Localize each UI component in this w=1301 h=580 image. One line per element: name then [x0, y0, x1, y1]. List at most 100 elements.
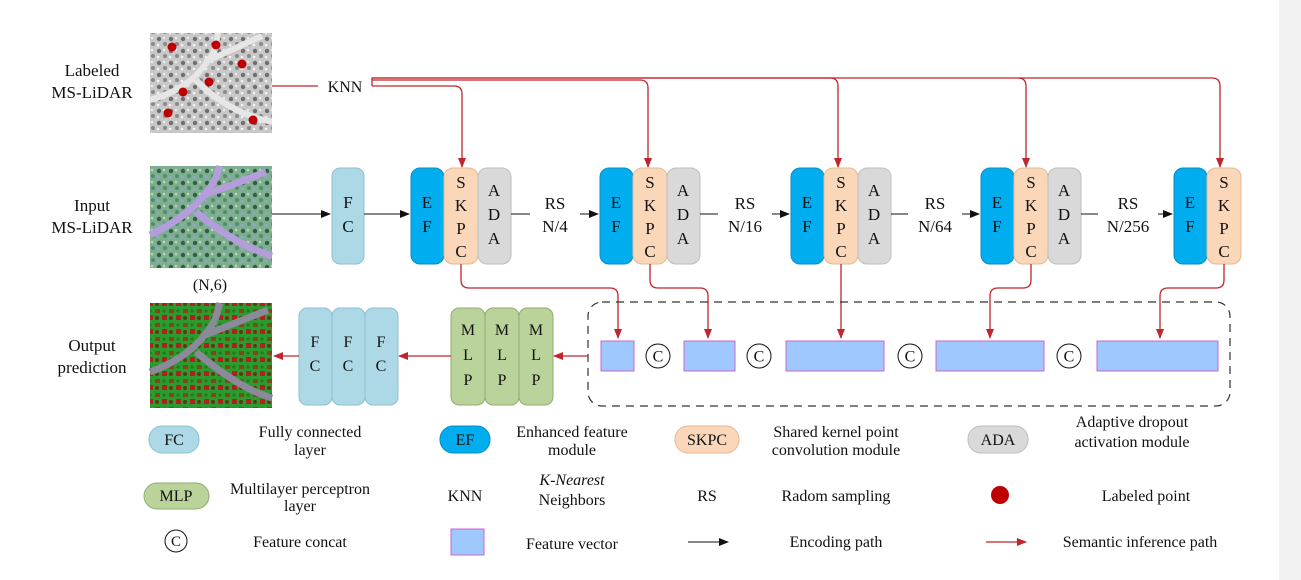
legend-labeled-point-text: Labeled point	[1102, 488, 1191, 505]
skpc-letter: K	[455, 196, 468, 215]
mlp-blocks: M L P M L P M L P	[450, 307, 554, 406]
ef-block	[599, 167, 634, 265]
output-label-line1: Output	[68, 336, 116, 355]
feature-vector-1	[600, 340, 635, 372]
ef-block	[790, 167, 825, 265]
legend-semantic-text: Semantic inference path	[1063, 534, 1218, 551]
legend-ef-tag: EF	[456, 432, 475, 449]
legend-rs-text: Radom sampling	[782, 488, 891, 505]
svg-text:C: C	[310, 358, 321, 375]
svg-text:F: F	[311, 334, 320, 351]
rs-label-3: RS	[925, 194, 946, 213]
legend-skpc-swatch	[674, 425, 740, 454]
ef-letter: F	[802, 217, 811, 236]
legend-feature-vector-text: Feature vector	[526, 536, 619, 553]
rs-label-bg	[718, 192, 772, 236]
labeled-point-marker	[211, 40, 221, 50]
legend-skpc-tag: SKPC	[687, 432, 727, 449]
rs-label-4: RS	[1118, 194, 1139, 213]
legend-fc-text1: Fully connected	[259, 424, 362, 441]
fc-block	[298, 307, 333, 406]
ada-letter: A	[868, 229, 881, 248]
ef-letter: E	[611, 193, 621, 212]
knn-to-skpc-3	[371, 77, 842, 168]
legend-ada-swatch	[967, 425, 1029, 454]
concat-icon	[645, 343, 671, 369]
skpc-letter: K	[835, 196, 848, 215]
feature-vector-3	[785, 340, 885, 372]
knn-to-skpc-2	[371, 79, 652, 168]
legend-knn-text2: Neighbors	[539, 492, 606, 509]
skpc-letter: S	[1219, 173, 1228, 192]
stage-2: E F S K P C A D A	[599, 167, 701, 265]
mlp-block	[518, 307, 554, 406]
output-label-line2: prediction	[58, 358, 127, 377]
concat-symbol: C	[653, 349, 664, 366]
fc-block-input: F C	[331, 167, 365, 265]
ada-block	[1047, 167, 1082, 265]
labeled-mslidar-image	[149, 32, 273, 133]
page-edge-strip	[1279, 0, 1301, 580]
rs-label-bg	[530, 192, 580, 236]
ada-letter: A	[1058, 229, 1071, 248]
rs-ratio-1: N/4	[542, 217, 568, 236]
knn-to-skpc-1	[372, 85, 466, 168]
skpc-letter: K	[1218, 196, 1231, 215]
skip-paths	[460, 264, 1225, 339]
legend-mlp-tag: MLP	[160, 488, 193, 505]
legend-skpc-text1: Shared kernel point	[773, 424, 899, 441]
skpc-letter: K	[1025, 196, 1038, 215]
labeled-label-line1: Labeled	[65, 61, 120, 80]
input-shape-label: (N,6)	[193, 277, 227, 294]
skpc-letter: S	[645, 173, 654, 192]
legend-skpc-text2: convolution module	[772, 442, 900, 459]
legend-ada-text2: activation module	[1074, 434, 1189, 451]
concat-symbol: C	[754, 349, 765, 366]
knn-to-skpc-4	[372, 77, 1030, 168]
skpc-letter: C	[644, 242, 655, 261]
ef-block	[1173, 167, 1208, 265]
ada-letter: D	[1058, 205, 1070, 224]
stage-5: E F S K P C	[1173, 167, 1242, 265]
legend-rs-tag: RS	[697, 488, 717, 505]
feature-vector-4	[935, 340, 1045, 372]
concat-symbol: C	[905, 349, 916, 366]
legend-fc-text2: layer	[294, 442, 327, 459]
fc-block	[331, 307, 366, 406]
fc-letter: F	[343, 193, 352, 212]
input-label-line1: Input	[74, 196, 110, 215]
skpc-letter: C	[1218, 242, 1229, 261]
svg-text:M: M	[495, 322, 509, 339]
skpc-letter: C	[1025, 242, 1036, 261]
svg-text:L: L	[463, 347, 473, 364]
skpc-letter: P	[1026, 219, 1035, 238]
legend-concat-symbol: C	[171, 534, 181, 550]
skpc-letter: K	[644, 196, 657, 215]
skpc-letter: S	[836, 173, 845, 192]
svg-text:C: C	[376, 358, 387, 375]
labeled-point-marker	[237, 59, 247, 69]
ef-block	[980, 167, 1015, 265]
ef-letter: E	[422, 193, 432, 212]
rs-label-2: RS	[735, 194, 756, 213]
ef-letter: F	[1185, 217, 1194, 236]
rs-label-bg	[908, 192, 962, 236]
fc-blocks-output: F C F C F C	[298, 307, 399, 406]
fc-letter: C	[342, 217, 353, 236]
rs-label-bg	[1098, 192, 1158, 236]
legend-feature-vector-swatch	[450, 528, 485, 556]
ef-letter: E	[992, 193, 1002, 212]
skpc-letter: S	[456, 173, 465, 192]
labeled-point-marker	[178, 87, 188, 97]
knn-label: KNN	[328, 79, 363, 96]
legend-fc-tag: FC	[164, 432, 184, 449]
concat-icon	[897, 343, 923, 369]
ada-block	[666, 167, 701, 265]
labeled-point-marker	[204, 77, 214, 87]
ef-letter: F	[611, 217, 620, 236]
ada-block	[477, 167, 512, 265]
legend-ef-swatch	[439, 425, 491, 454]
labeled-point-marker	[248, 115, 258, 125]
ada-letter: A	[1058, 181, 1071, 200]
